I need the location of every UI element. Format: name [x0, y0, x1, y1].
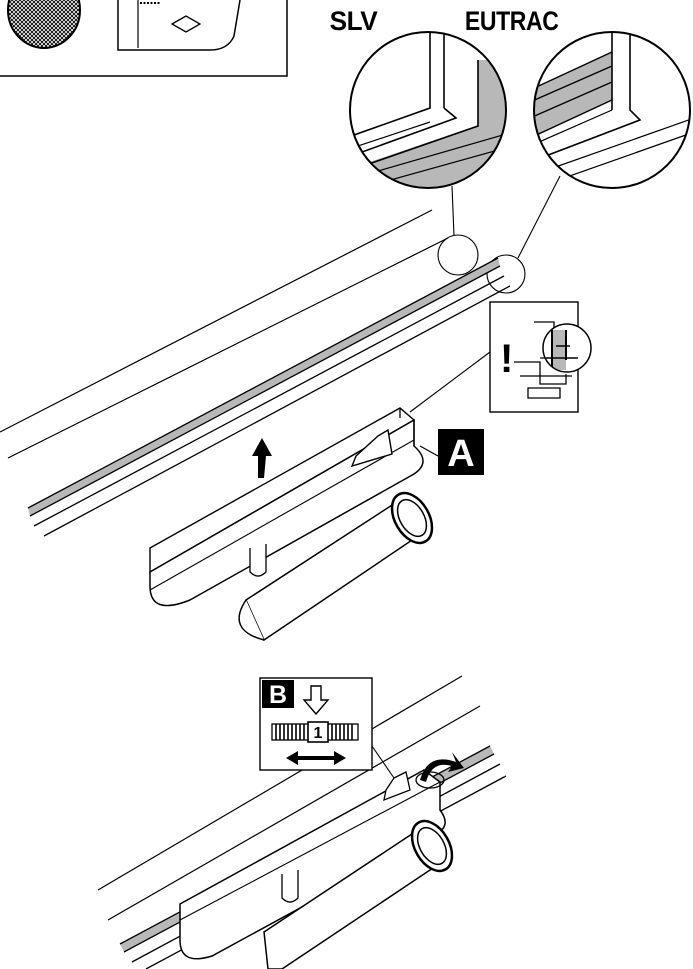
slv-label: SLV: [330, 7, 379, 37]
warning-inset-panel: !: [409, 301, 592, 413]
arrow-up-icon: [252, 438, 272, 478]
accessory-panel: [0, 0, 288, 77]
step-b-badge: [262, 680, 294, 708]
adjustment-dial: [271, 721, 359, 743]
step-b-label: B: [269, 681, 287, 709]
locking-lever-icon: [350, 428, 393, 468]
locking-lever-b-icon: [383, 771, 411, 802]
spotlight-a: [238, 491, 434, 642]
track-adapter-a: [149, 407, 424, 607]
adjustment-inset-panel: B 1: [259, 677, 395, 779]
spotlight-b: [263, 819, 454, 969]
honeycomb-filter-icon: [7, 0, 81, 49]
slv-callout-circle: [437, 234, 479, 276]
step-a-label: A: [447, 433, 474, 475]
eutrac-detail-magnifier: [533, 31, 691, 189]
double-arrow-icon: [286, 751, 346, 765]
warning-mark: !: [500, 337, 513, 381]
step-a-badge: [438, 429, 484, 475]
slv-detail-magnifier: [349, 31, 507, 189]
rotate-icon: [420, 752, 464, 782]
mounting-plate-icon: [170, 15, 202, 33]
track-adapter-b: [179, 752, 464, 960]
eutrac-label: EUTRAC: [465, 7, 559, 37]
arrow-down-icon: [302, 685, 330, 716]
dial-value: 1: [314, 725, 323, 742]
track-rail-upper: [0, 209, 511, 537]
eutrac-callout-circle: [486, 254, 526, 294]
